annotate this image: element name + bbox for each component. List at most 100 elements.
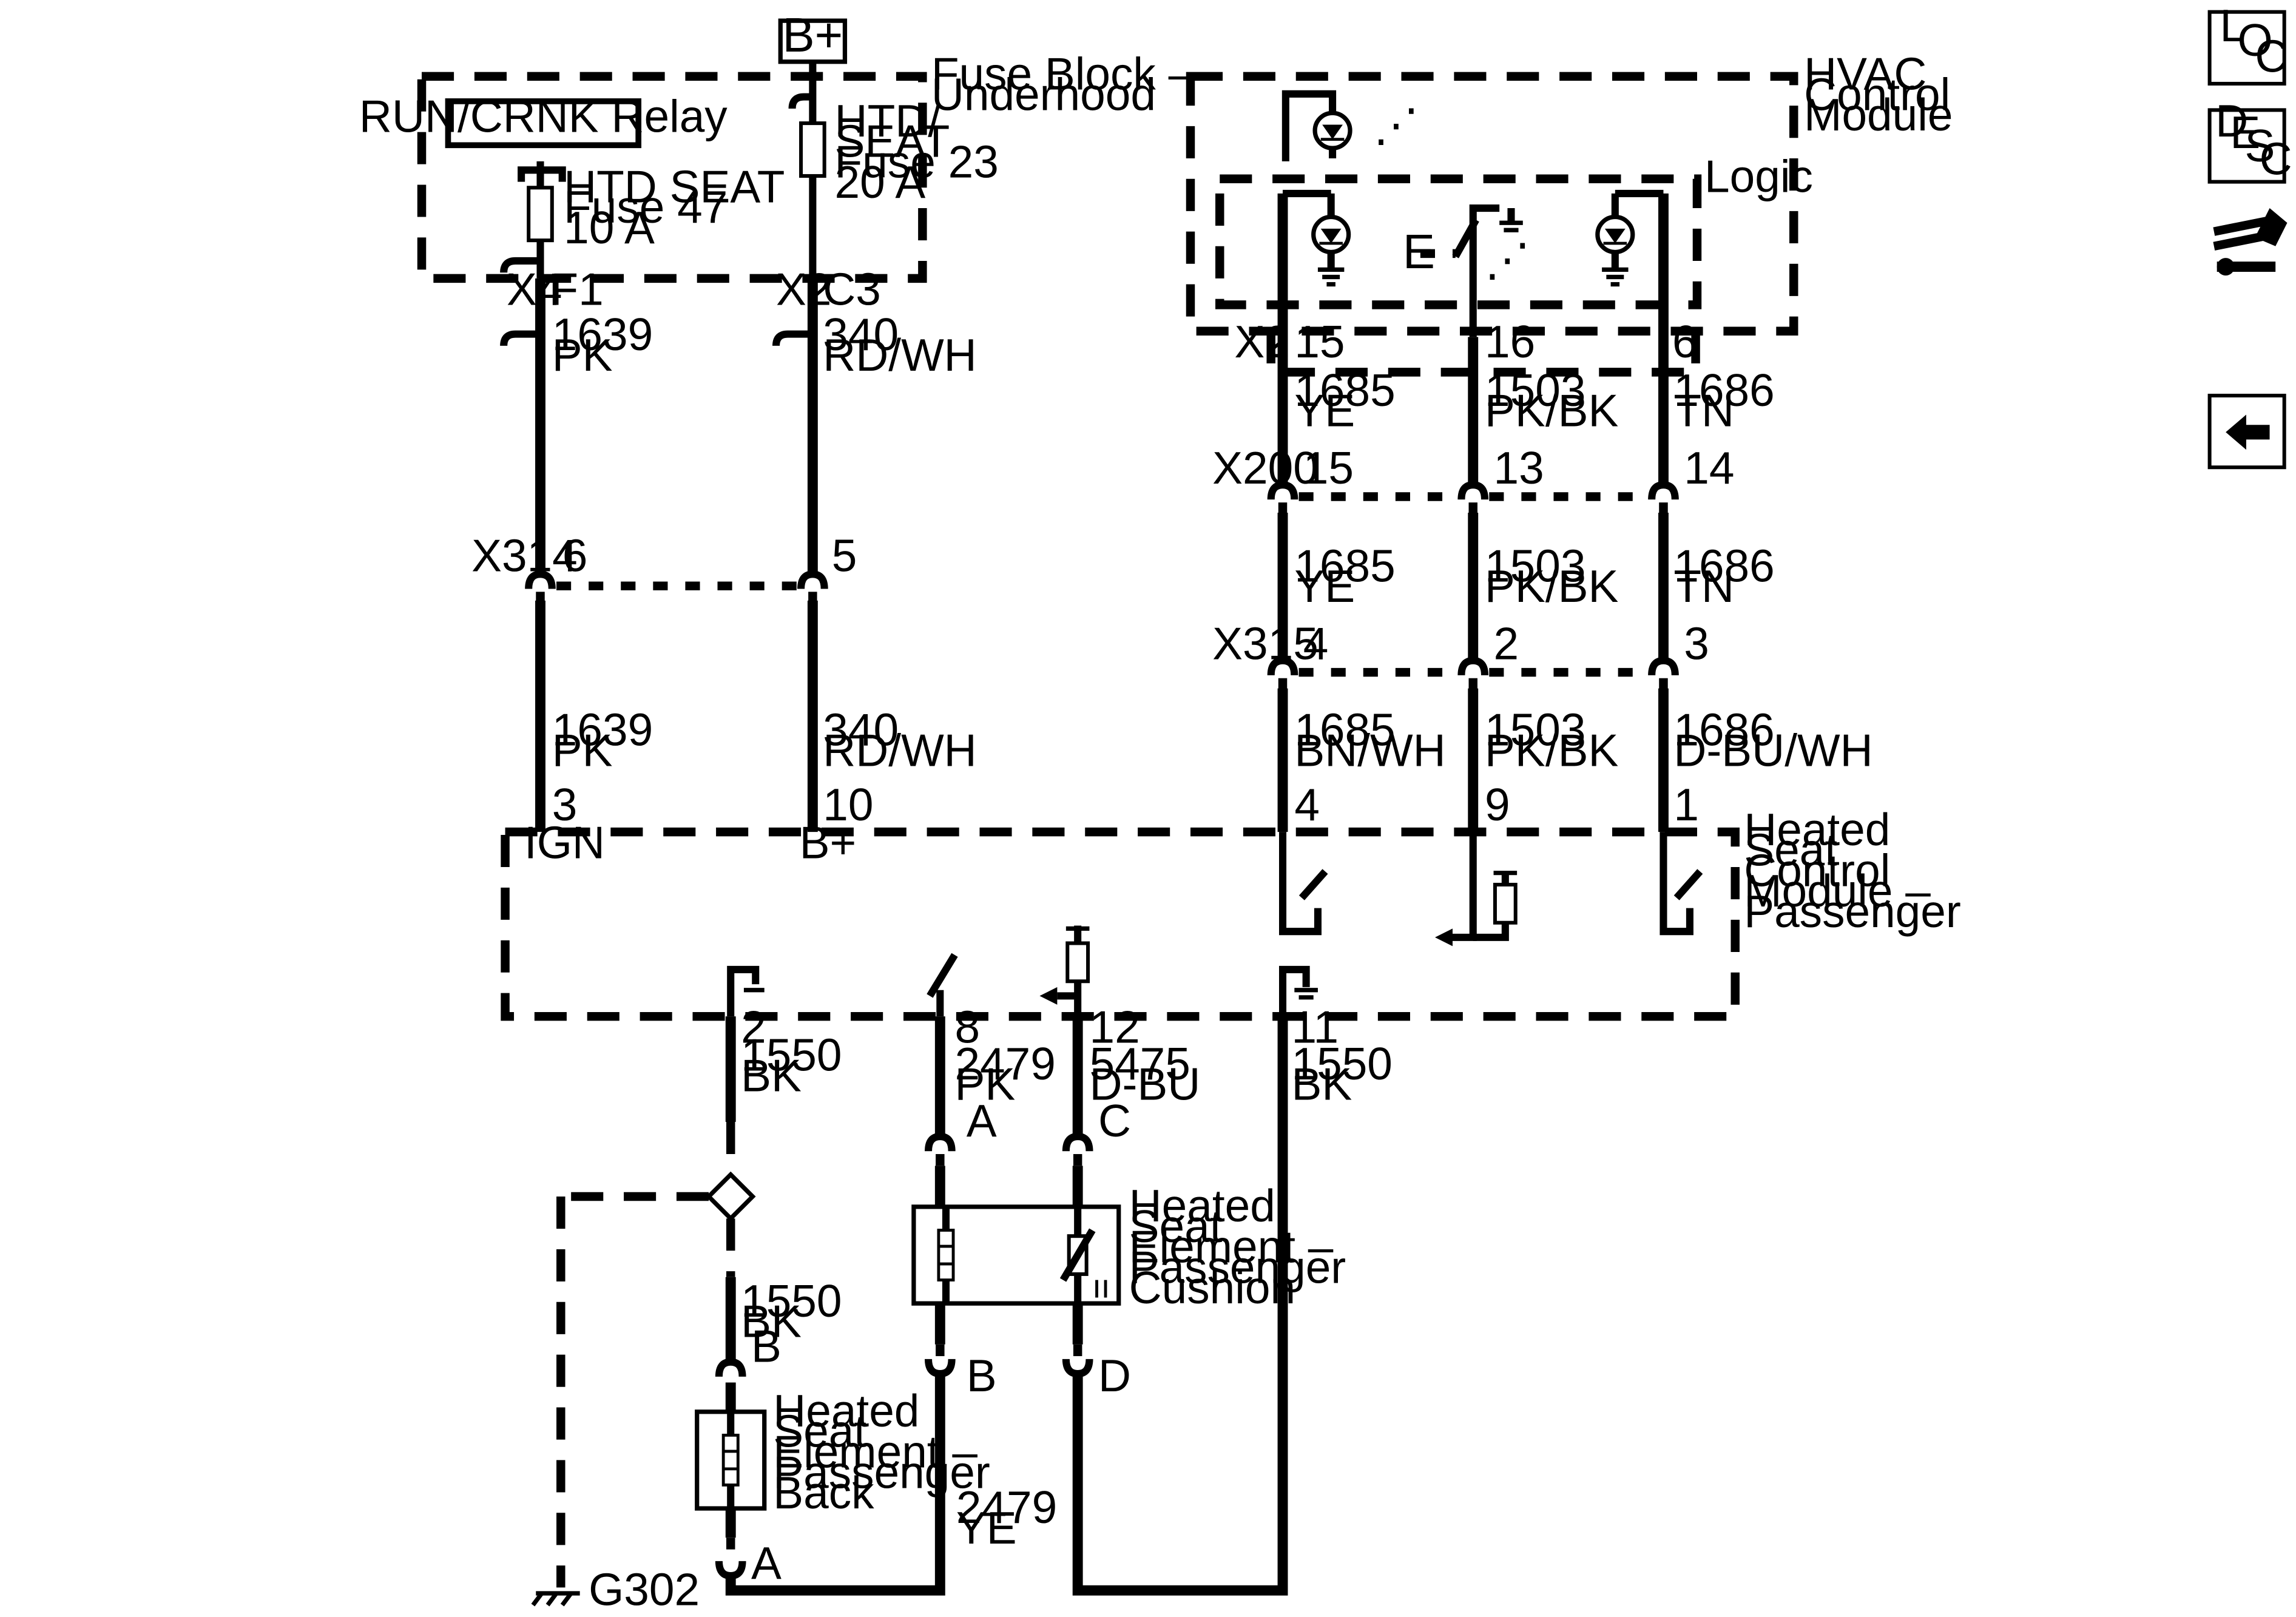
wire-1639a-num: 1639	[552, 309, 653, 360]
bplus-label: B+	[783, 8, 843, 62]
wire-1686c-color: D-BU/WH	[1673, 725, 1872, 776]
conn-x4: X4	[507, 263, 562, 314]
pin-a1: A	[967, 1095, 997, 1146]
heated-seat-control-module: Heated Seat Control Module – Passenger I…	[501, 804, 1961, 1021]
hvac-control-module: HVAC Control Module Logic ⋰ E ⋰	[1186, 49, 1953, 337]
back-title-2: Seat	[773, 1406, 866, 1457]
wire-340b-color: RD/WH	[823, 725, 976, 776]
back-title-4: Passenger	[773, 1447, 990, 1497]
fuse23-label-1: HTD/	[835, 95, 941, 146]
pin-m8: 8	[954, 1002, 980, 1053]
pin-m1: 1	[1673, 779, 1699, 830]
loc-letter-o: O	[2237, 15, 2272, 66]
fuse23-label-3: Fuse 23	[835, 136, 999, 187]
pin-c: C	[1098, 1095, 1131, 1146]
wire-340a-color: RD/WH	[823, 329, 976, 380]
conn-x200: X200	[1212, 442, 1319, 493]
cushion-title-3: Element –	[1129, 1221, 1334, 1272]
wire-340a-num: 340	[823, 309, 899, 360]
desc-button[interactable]: D E S C	[2207, 95, 2292, 184]
heated-element-back: Heated Seat Element – Passenger Back	[695, 1385, 990, 1518]
wire-1503a-num: 1503	[1485, 365, 1585, 416]
pin-b1: B	[967, 1350, 997, 1401]
wire-1685c-num: 1685	[1294, 704, 1395, 755]
wire-1639b-color: PK	[552, 725, 613, 776]
pin-x315-4: 4	[1303, 618, 1329, 669]
module-title-3: Control	[1744, 845, 1890, 896]
pin-m9: 9	[1485, 779, 1510, 830]
pin-m11: 11	[1292, 1002, 1339, 1053]
fuse23-label-4: 20 A	[835, 157, 926, 208]
fuse-block-title-1: Fuse Block –	[931, 49, 1194, 100]
fuse47-label-3: 10 A	[564, 202, 655, 253]
loc-button[interactable]: L O C	[2207, 0, 2288, 86]
wire-1686b-num: 1686	[1673, 540, 1774, 591]
wire-1503b-num: 1503	[1485, 540, 1585, 591]
back-button[interactable]	[2207, 393, 2286, 470]
pin-x200-15: 15	[1303, 442, 1354, 493]
cushion-title-5: Cushion	[1129, 1262, 1295, 1313]
fuse-block-title-2: Underhood	[931, 69, 1156, 120]
connector-wrench-icon[interactable]	[2213, 208, 2288, 276]
conn-x2a: X2	[776, 263, 831, 314]
seat-heat-icon: ⋰	[1485, 234, 1530, 285]
desc-letter-s: S	[2245, 120, 2275, 171]
relay-label: RUN/CRNK Relay	[359, 91, 728, 142]
fuse-block-underhood: Fuse Block – Underhood RUN/CRNK Relay HT…	[359, 49, 1194, 283]
wire-1503b-color: PK/BK	[1485, 561, 1618, 612]
pin-m12: 12	[1089, 1002, 1140, 1053]
loc-letter-c: C	[2255, 31, 2288, 82]
pin-d: D	[1098, 1350, 1131, 1401]
connector-x314: X314 6 5	[471, 530, 857, 604]
conn-x314: X314	[471, 530, 578, 581]
pin-x2-15: 15	[1294, 316, 1345, 367]
wire-2479a-num: 2479	[954, 1038, 1055, 1089]
wire-1686a-color: TN	[1673, 385, 1734, 436]
pin-x315-2: 2	[1494, 618, 1519, 669]
wire-1639a-color: PK	[552, 329, 613, 380]
wire-1685b-num: 1685	[1294, 540, 1395, 591]
pin-b2: B	[751, 1321, 782, 1372]
pin-f1: F1	[550, 263, 603, 314]
wire-340b-num: 340	[823, 704, 899, 755]
pin-x200-14: 14	[1684, 442, 1734, 493]
wire-5475-num: 5475	[1089, 1038, 1190, 1089]
fuse23-label-2: SEAT	[835, 116, 950, 167]
wire-1550b-num: 1550	[741, 1275, 842, 1326]
hvac-title-2: Control	[1804, 69, 1950, 120]
wire-1685a-num: 1685	[1294, 365, 1395, 416]
wire-2479b-num: 2479	[956, 1482, 1057, 1533]
splice-diamond	[705, 1171, 756, 1222]
connector-x200: X200 15 13 14	[1212, 442, 1734, 515]
ground-g302: G302	[589, 1564, 700, 1615]
pin-m4: 4	[1294, 779, 1320, 830]
module-ign: IGN	[524, 817, 605, 868]
fuse47-label-1: HTD SEAT	[564, 161, 785, 212]
wire-1639b-num: 1639	[552, 704, 653, 755]
module-bplus: B+	[800, 817, 857, 868]
wire-2479b-color: YE	[956, 1502, 1017, 1553]
fuse-23-symbol	[799, 121, 826, 178]
wire-1503c-color: PK/BK	[1485, 725, 1618, 776]
module-title-5: Passenger	[1744, 886, 1961, 937]
cushion-title-1: Heated	[1129, 1180, 1275, 1231]
pin-m2: 2	[741, 1002, 766, 1053]
cushion-title-2: Seat	[1129, 1201, 1223, 1252]
heated-element-cushion: Heated Seat Element – Passenger Cushion	[911, 1180, 1346, 1313]
wire-1503a-color: PK/BK	[1485, 385, 1618, 436]
back-title-5: Back	[773, 1467, 874, 1518]
wire-1550a-color: BK	[741, 1050, 802, 1101]
wire-1686b-color: TN	[1673, 561, 1734, 612]
wire-5475-color: D-BU	[1089, 1059, 1200, 1110]
wire-1685b-color: YE	[1294, 561, 1355, 612]
arrow-left-icon	[2226, 414, 2270, 450]
conn-x315: X315	[1212, 618, 1319, 669]
wire-1503c-num: 1503	[1485, 704, 1585, 755]
wire-2479a-color: PK	[954, 1059, 1015, 1110]
bplus-source: B+	[778, 8, 848, 76]
pin-x314-5: 5	[832, 530, 857, 581]
wire-1550a-num: 1550	[741, 1029, 842, 1080]
wire-1686c-num: 1686	[1673, 704, 1774, 755]
hvac-title-1: HVAC	[1804, 49, 1926, 100]
desc-letter-c: C	[2260, 133, 2292, 184]
